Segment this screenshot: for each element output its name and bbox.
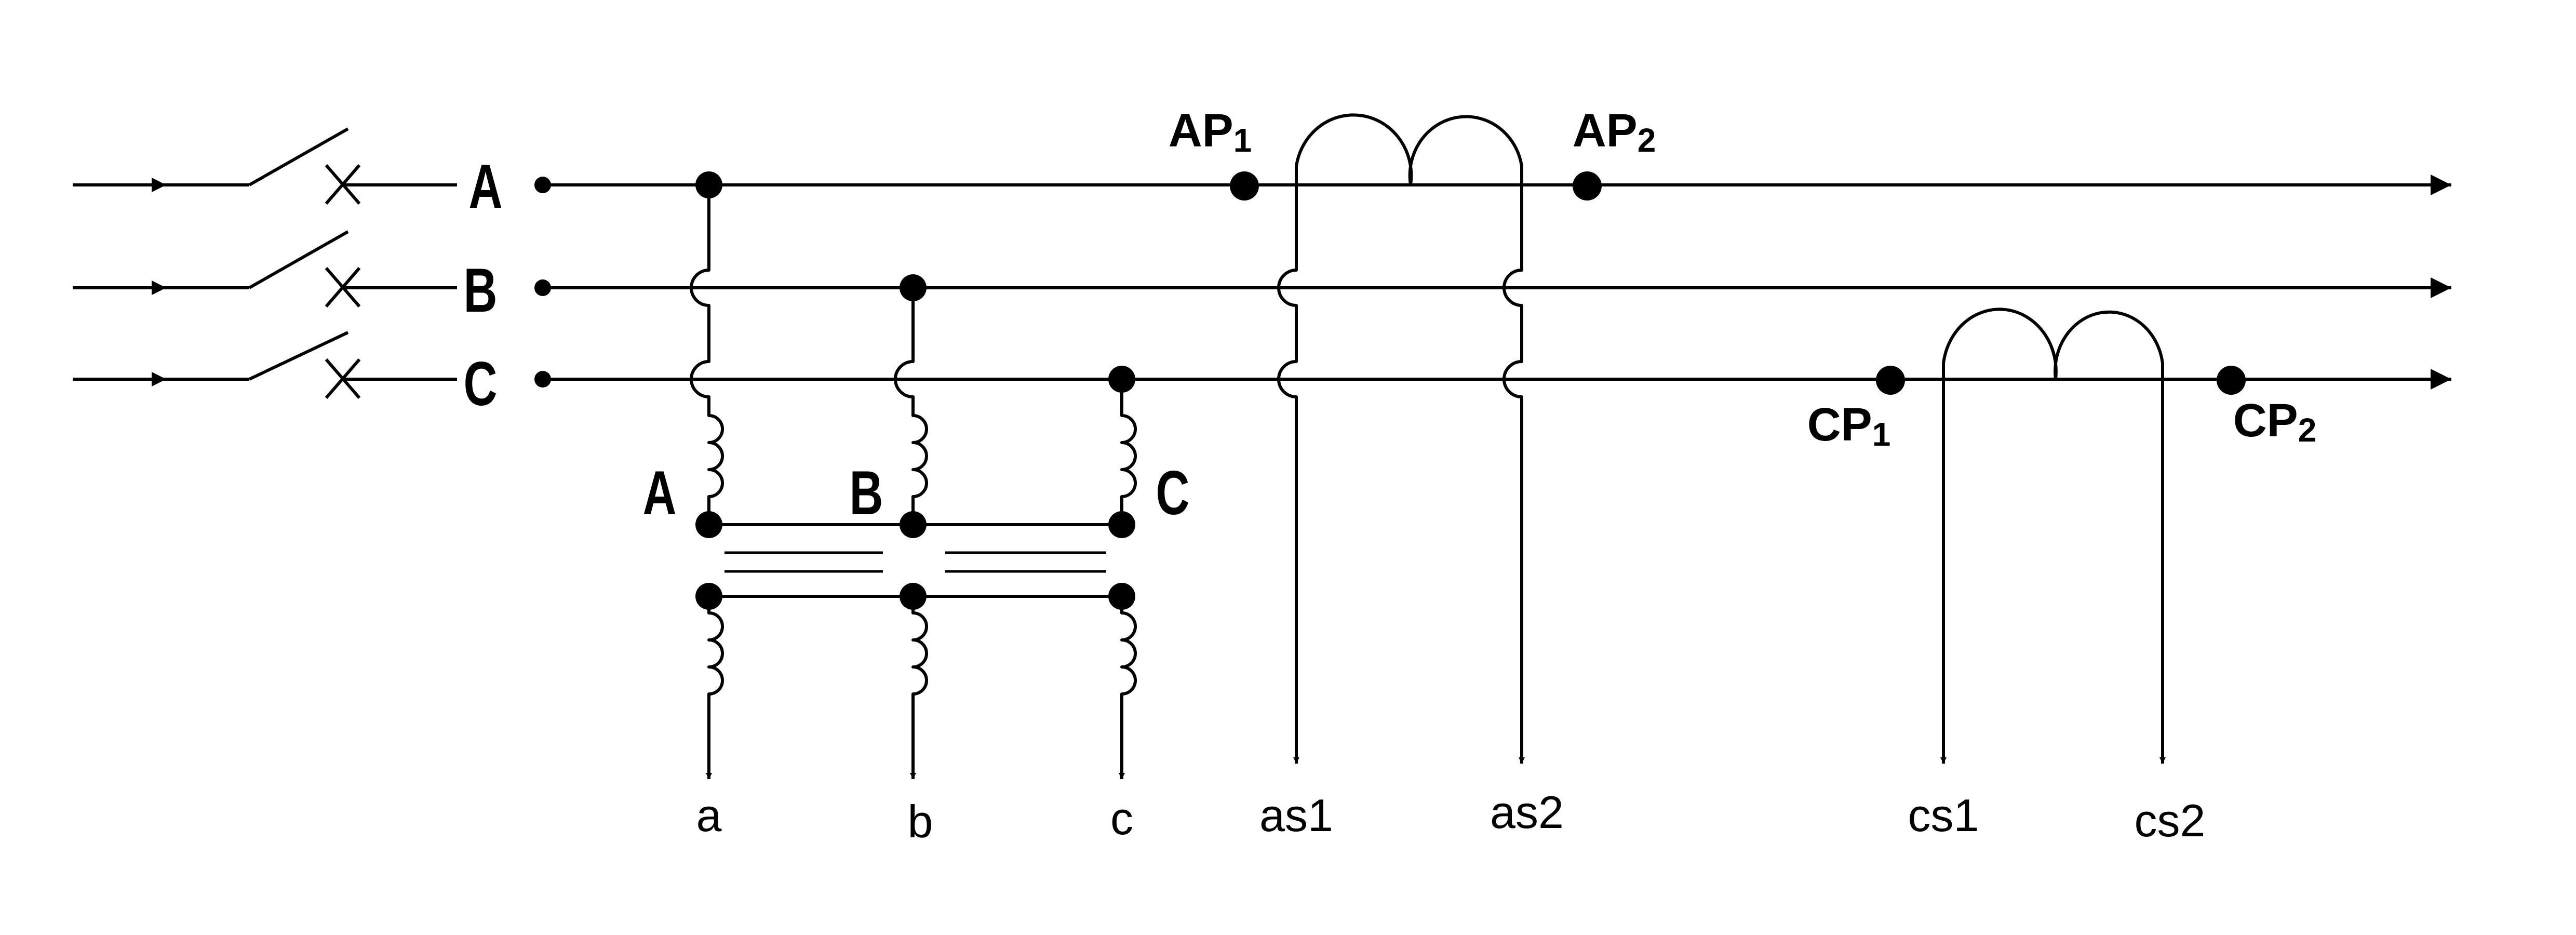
ct-a-p2-label: AP2 (1573, 105, 1656, 159)
ct-c-p1-label: CP1 (1807, 399, 1891, 453)
phase-a-line (73, 127, 2451, 205)
node-dot (695, 583, 722, 610)
current-transformer-c (1876, 308, 2246, 764)
ct-c-p2-label: CP2 (2233, 395, 2317, 449)
line-label-b: B (464, 256, 498, 326)
ct-a-p1-dot (1230, 171, 1259, 201)
terminal-dot-c (534, 371, 551, 388)
node-dot (695, 511, 722, 538)
node-dot (1108, 583, 1135, 610)
phase-c-line (73, 331, 2451, 399)
ct-a-p1-label: AP1 (1169, 105, 1252, 159)
terminal-dot-b (534, 279, 551, 296)
current-transformer-a (1230, 113, 1602, 764)
ct-a-p2-dot (1573, 171, 1602, 201)
ct-c-p1-dot (1876, 366, 1905, 395)
line-label-c: C (464, 350, 498, 419)
terminal-dot-a (534, 177, 551, 193)
voltage-transformer (690, 171, 1137, 779)
vt-output-c: c (1110, 793, 1133, 844)
ct-c-p2-dot (2217, 366, 2246, 395)
ct-c-s1-label: cs1 (1908, 790, 1979, 841)
winding-label-b: B (850, 459, 883, 528)
winding-label-c: C (1156, 459, 1190, 528)
node-dot (900, 583, 927, 610)
node-dot (900, 274, 927, 301)
switch-a (248, 127, 349, 186)
ct-a-s2-label: as2 (1490, 786, 1564, 838)
vt-output-a: a (696, 790, 722, 841)
node-dot (900, 511, 927, 538)
winding-label-a: A (643, 459, 677, 528)
phase-b-line (73, 230, 2451, 308)
node-dot (695, 171, 722, 198)
switch-b (248, 230, 349, 289)
ct-c-s2-label: cs2 (2135, 795, 2206, 846)
switch-c (248, 331, 349, 381)
vt-output-b: b (908, 796, 933, 847)
node-dot (1108, 366, 1135, 393)
ct-a-s1-label: as1 (1259, 790, 1333, 841)
node-dot (1108, 511, 1135, 538)
line-label-a: A (469, 152, 503, 222)
